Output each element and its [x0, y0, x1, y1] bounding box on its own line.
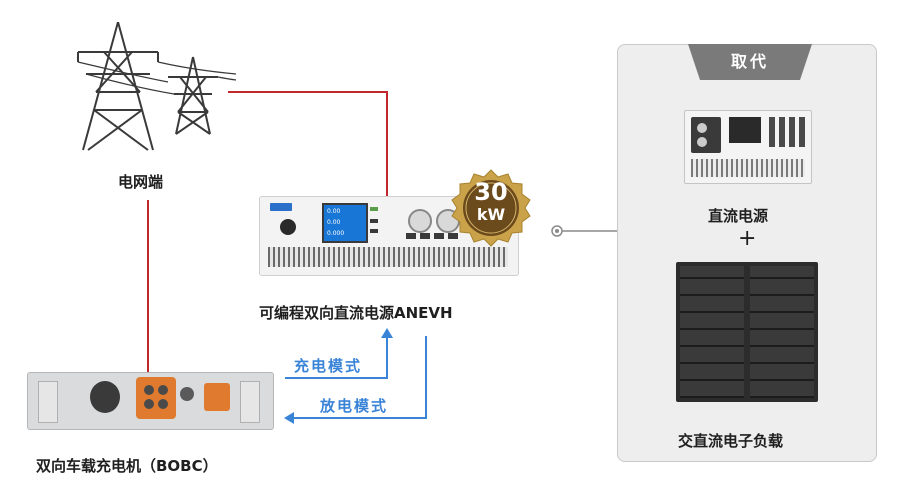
badge-value: 30 — [474, 178, 508, 206]
dc-supply-label: 直流电源 — [708, 207, 769, 225]
power-rating-badge — [451, 169, 531, 247]
knob-icon — [408, 209, 432, 233]
power-tower-icon — [77, 22, 237, 151]
replace-tab-label: 取代 — [730, 52, 769, 71]
ac-load-label: 交直流电子负载 — [678, 432, 784, 450]
dc-supply-device — [684, 110, 812, 184]
obc-label: 双向车载充电机（BOBC） — [36, 457, 218, 475]
power-switch-icon — [280, 219, 296, 235]
charge-mode-label: 充电模式 — [294, 357, 363, 375]
discharge-arrow — [292, 336, 427, 419]
plus-sign: + — [738, 226, 757, 251]
charging-port-icon — [136, 377, 176, 419]
vent-grille — [268, 247, 508, 267]
obc-device — [27, 372, 274, 430]
replace-tab — [688, 44, 812, 80]
grid-label: 电网端 — [118, 173, 164, 191]
supply-display: 0.00 0.00 0.000 — [322, 203, 368, 243]
source-label: 可编程双向直流电源ANEVH — [259, 304, 453, 322]
charge-arrow — [285, 336, 388, 379]
electronic-load-cabinet — [676, 262, 818, 402]
discharge-mode-label: 放电模式 — [320, 397, 389, 415]
badge-unit: kW — [476, 205, 506, 224]
grid-to-supply-line — [228, 91, 388, 200]
